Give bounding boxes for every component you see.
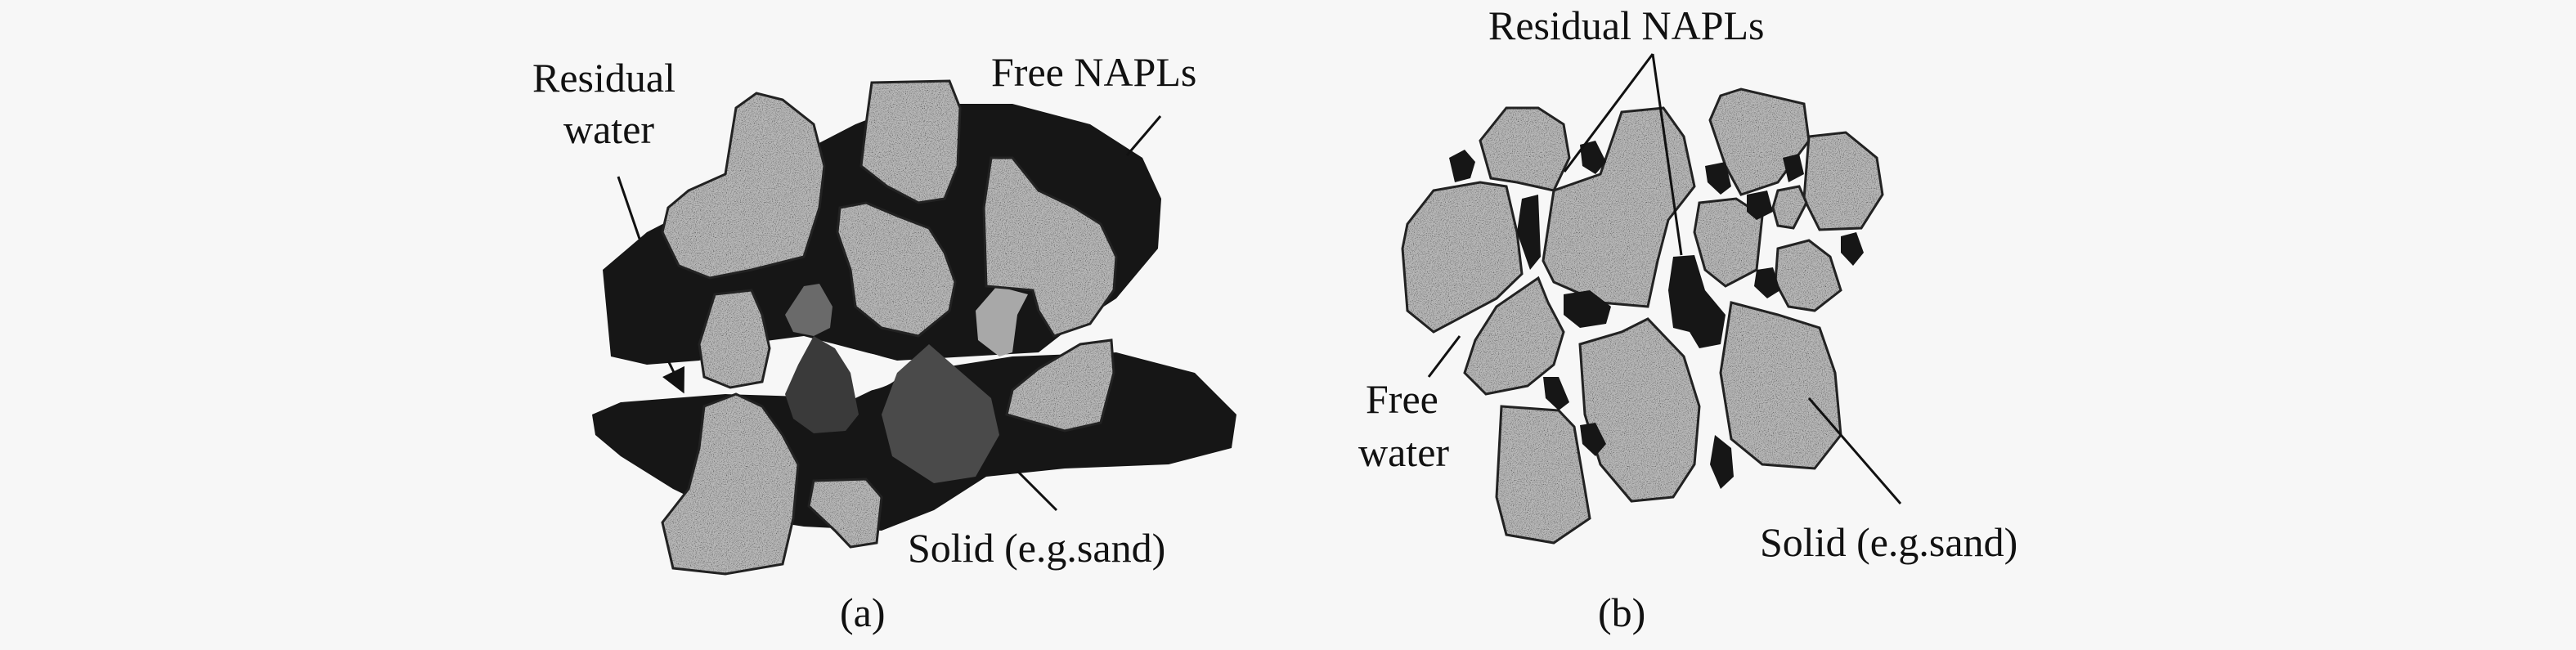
sand-grain <box>984 158 1116 336</box>
panel-a: Residual water Free NAPLs Solid (e.g.san… <box>532 49 1236 635</box>
sand-grain-outline <box>1542 106 1696 308</box>
free-water-leader <box>1427 335 1461 378</box>
label-residual-water-2: water <box>563 106 654 152</box>
napl-blob <box>1783 154 1804 182</box>
napl-blob <box>1449 150 1475 182</box>
residual-water-arrow <box>662 360 685 394</box>
sand-grain-outline <box>1479 106 1571 192</box>
label-solid-a: Solid (e.g.sand) <box>908 525 1165 571</box>
sand-grain-outline <box>1719 301 1842 470</box>
sand-grain-outline <box>1005 338 1115 433</box>
label-residual-napls: Residual NAPLs <box>1488 2 1765 48</box>
residual-water-leader <box>617 176 641 240</box>
residual-napl-blobs <box>1449 141 1864 489</box>
sand-grain <box>662 93 824 278</box>
sand-grain-outline <box>1693 197 1764 288</box>
label-free-napls: Free NAPLs <box>991 49 1196 95</box>
sand-grain <box>1804 132 1883 230</box>
sand-grain-outline <box>661 92 826 280</box>
residual-napl-droplet <box>785 336 859 433</box>
napl-blob <box>1543 377 1569 410</box>
sand-grains-b <box>1401 87 1884 545</box>
water-film <box>976 286 1028 356</box>
sand-grain <box>1775 240 1841 311</box>
sand-grain-outline <box>661 392 800 576</box>
sand-grains-a <box>661 79 1118 576</box>
sand-grain <box>699 290 770 388</box>
sand-grain <box>1694 199 1762 286</box>
sand-grain <box>809 479 882 547</box>
sand-grain-outline <box>982 156 1118 338</box>
label-free-water-1: Free <box>1366 376 1438 422</box>
napl-blob <box>1841 232 1864 266</box>
sand-grain <box>837 203 955 336</box>
caption-a: (a) <box>840 589 886 635</box>
napl-blob <box>1564 290 1611 328</box>
sand-grain-outline <box>698 289 771 389</box>
free-napls-leader <box>1125 115 1162 156</box>
napl-blob <box>1517 195 1541 270</box>
sand-grain <box>1710 89 1809 195</box>
sand-grain <box>1007 340 1114 431</box>
caption-b: (b) <box>1598 589 1645 635</box>
sand-grain <box>1497 406 1590 543</box>
label-residual-water-1: Residual <box>532 55 675 101</box>
sand-grain <box>1402 182 1522 332</box>
residual-water-droplet <box>785 284 832 336</box>
sand-grain <box>861 81 960 203</box>
sand-grain <box>1543 108 1694 307</box>
sand-grain-outline <box>1771 185 1808 230</box>
sand-grain-outline <box>1401 181 1524 334</box>
napl-blob <box>1668 255 1726 348</box>
sand-grain-outline <box>1463 276 1565 396</box>
sand-grain <box>1465 278 1564 394</box>
label-solid-b: Solid (e.g.sand) <box>1760 519 2017 565</box>
panel-b: Residual NAPLs Free water Solid (e.g.san… <box>1358 2 2017 635</box>
napl-blob <box>1580 141 1606 174</box>
solid-leader-a <box>1016 469 1058 512</box>
residual-napls-leader-2 <box>1651 53 1683 256</box>
sand-grain-outline <box>859 79 962 204</box>
sand-grain-outline <box>807 477 883 549</box>
napl-blob <box>1580 423 1606 456</box>
napl-ganglion <box>882 344 999 483</box>
sand-grain-outline <box>836 201 957 338</box>
napl-blob <box>1747 191 1773 220</box>
sand-grain <box>662 394 798 574</box>
sand-grain <box>1480 108 1569 191</box>
label-free-water-2: water <box>1358 429 1449 475</box>
residual-napls-leader-1 <box>1563 53 1654 173</box>
napl-blob <box>1705 162 1731 195</box>
sand-grain <box>1721 303 1841 468</box>
solid-leader-b <box>1807 397 1902 504</box>
napl-blob <box>1710 435 1734 489</box>
sand-grain-outline <box>1495 405 1591 545</box>
sand-grain <box>1580 319 1699 501</box>
sand-grain-outline <box>1708 87 1811 196</box>
napl-blob <box>1754 267 1780 298</box>
